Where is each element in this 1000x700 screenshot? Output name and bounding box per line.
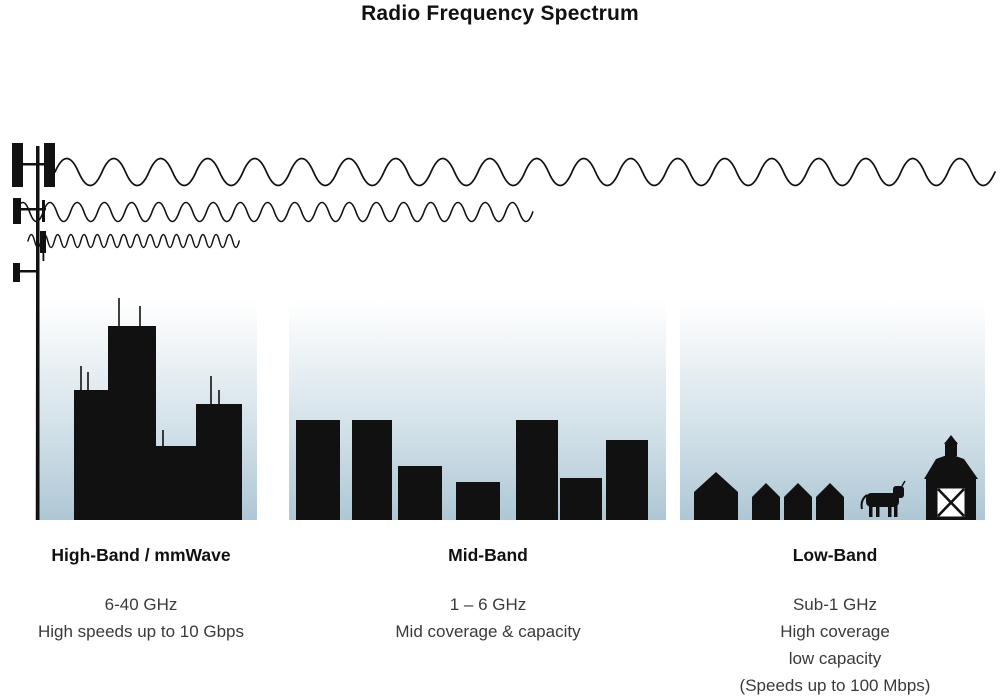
- house-icon: [694, 472, 738, 520]
- band-desc-mid: Mid coverage & capacity: [395, 622, 581, 641]
- house-icon: [816, 483, 844, 520]
- band-desc-low-3: (Speeds up to 100 Mbps): [739, 676, 931, 695]
- mid-frequency-wave-icon: [15, 201, 534, 223]
- band-name-high: High-Band / mmWave: [51, 545, 231, 565]
- low-band-rural-icon: [694, 435, 978, 520]
- cell-tower-icon: [12, 143, 55, 520]
- mid-band-skyline-icon: [296, 420, 648, 520]
- high-band-skyline-icon: [74, 298, 242, 520]
- house-icon: [784, 483, 812, 520]
- band-name-mid: Mid-Band: [448, 545, 528, 565]
- band-freq-mid: 1 – 6 GHz: [449, 595, 527, 614]
- low-frequency-wave-icon: [54, 157, 996, 187]
- building-silhouette: [108, 326, 156, 520]
- high-band-label-group: High-Band / mmWave 6-40 GHz High speeds …: [0, 545, 291, 645]
- band-name-low: Low-Band: [792, 545, 878, 565]
- high-frequency-wave-icon: [27, 233, 240, 249]
- barn-icon: [924, 435, 978, 520]
- band-freq-high: 6-40 GHz: [104, 595, 178, 614]
- cow-icon: [860, 480, 906, 517]
- band-freq-low: Sub-1 GHz: [792, 595, 878, 614]
- mid-band-label-group: Mid-Band 1 – 6 GHz Mid coverage & capaci…: [338, 545, 638, 645]
- diagram-title: Radio Frequency Spectrum: [361, 2, 639, 25]
- band-desc-low-2: low capacity: [788, 649, 882, 668]
- house-icon: [752, 483, 780, 520]
- band-desc-high: High speeds up to 10 Gbps: [37, 622, 245, 641]
- low-band-label-group: Low-Band Sub-1 GHz High coverage low cap…: [685, 545, 985, 699]
- band-desc-low-1: High coverage: [780, 622, 890, 641]
